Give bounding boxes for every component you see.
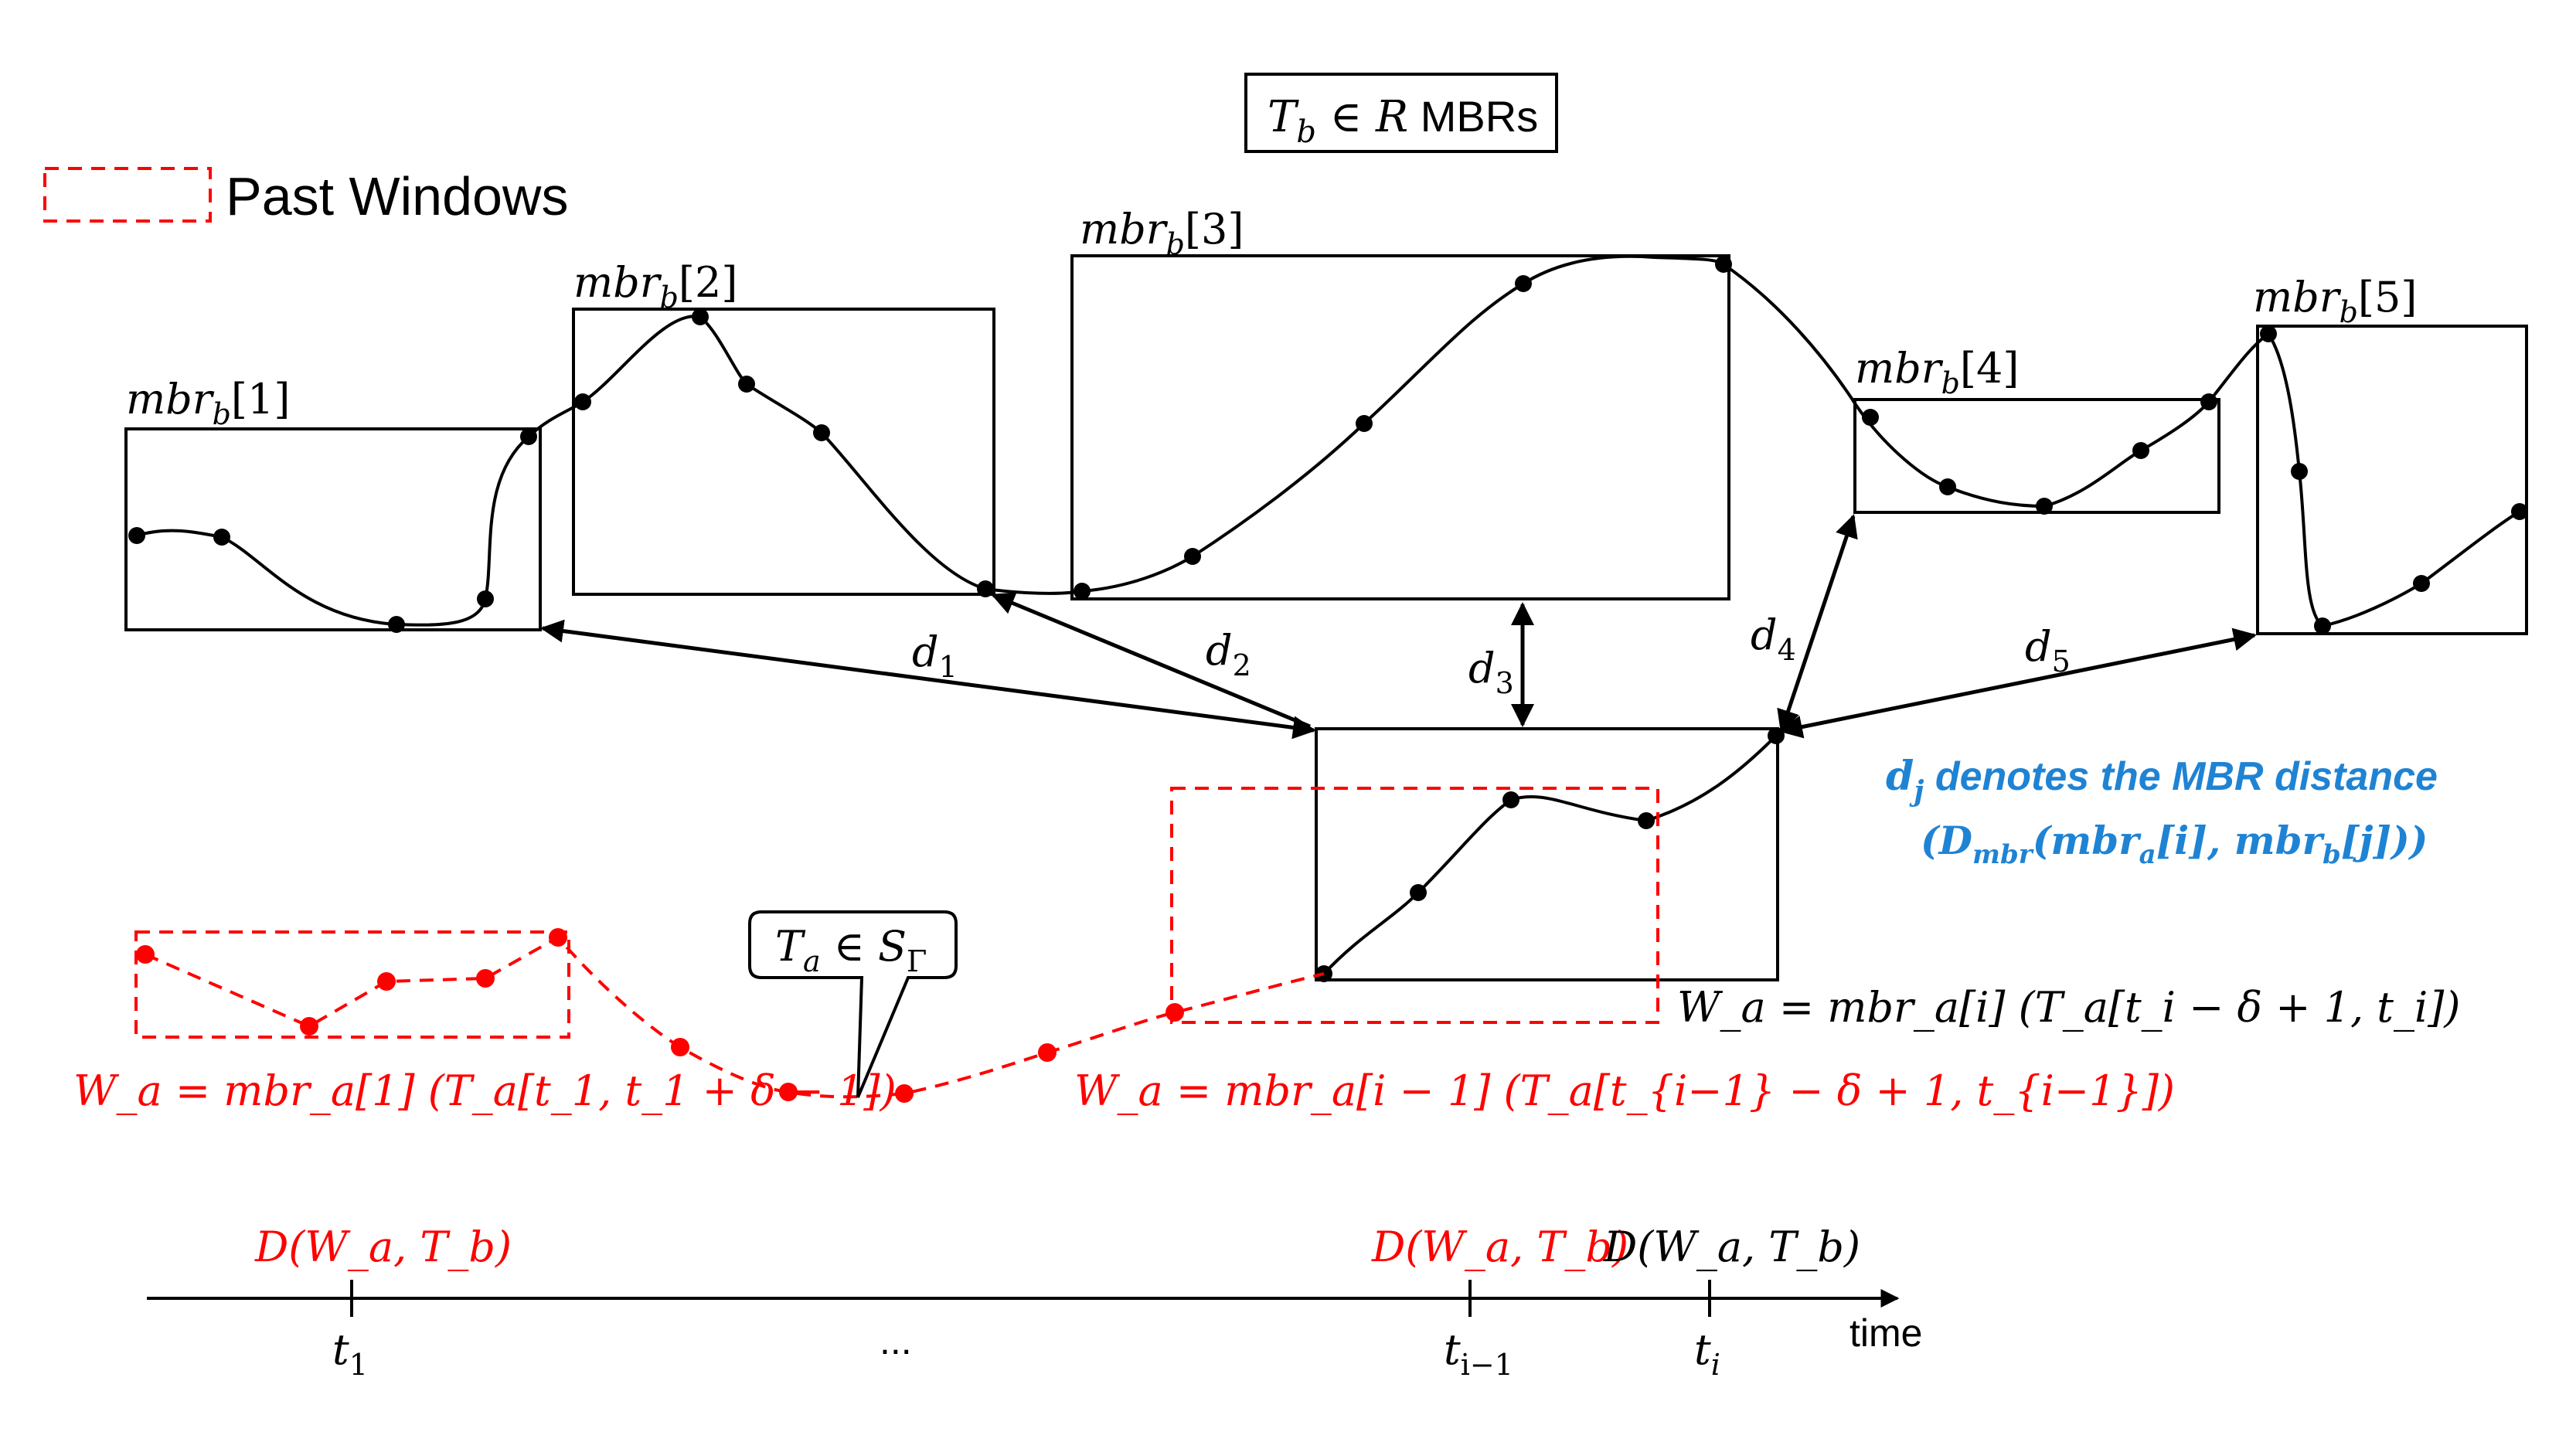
mbr-box-1 xyxy=(124,427,542,631)
ta-past-point xyxy=(377,972,396,991)
ta-past-point xyxy=(549,928,567,947)
timeline-axis-label: time xyxy=(1849,1311,1922,1355)
ta-past-point xyxy=(300,1017,318,1036)
legend: Past Windows xyxy=(43,166,568,226)
tb-point xyxy=(477,590,494,607)
ta-point xyxy=(1410,884,1427,901)
note-line-1: dj denotes the MBR distance xyxy=(1886,753,2438,808)
d1-arrow xyxy=(540,619,1316,740)
tb-point xyxy=(2260,325,2277,342)
tb-point xyxy=(213,529,230,546)
dist-label-t1: D(W_a, T_b) xyxy=(254,1223,512,1271)
ta-past-point xyxy=(1038,1043,1057,1062)
dist-label-ti-1: D(W_a, T_b) xyxy=(1371,1223,1628,1271)
tb-point xyxy=(2314,617,2331,634)
tb-point xyxy=(813,424,830,441)
d2-arrow xyxy=(991,592,1311,729)
tb-point xyxy=(1074,583,1091,600)
tb-point xyxy=(1862,409,1879,426)
tb-point xyxy=(1356,415,1373,432)
ta-callout: Ta ∈ SΓ xyxy=(748,910,958,1098)
ta-point xyxy=(1638,812,1655,829)
window-label-first: W_a = mbr_a[1] (T_a[t_1, t_1 + δ − 1]) xyxy=(73,1066,897,1115)
tb-point xyxy=(738,376,755,393)
distance-labels: d1 d2 d3 d4 d5 xyxy=(912,611,2071,700)
tb-point xyxy=(128,527,145,544)
trajectory-ta-past-points xyxy=(136,928,1184,1103)
dist-label-ti: D(W_a, T_b) xyxy=(1603,1223,1860,1271)
mbr-label-5: mbrb[5] xyxy=(2253,273,2417,329)
d4-label: d4 xyxy=(1751,611,1796,667)
tick-label-t1: t1 xyxy=(332,1325,368,1382)
ta-past-point xyxy=(476,969,495,988)
mbr-boxes xyxy=(124,254,2528,981)
d5-label: d5 xyxy=(2025,622,2071,679)
tb-point xyxy=(520,428,537,445)
tb-point xyxy=(2291,463,2308,480)
tb-point xyxy=(2200,393,2217,410)
trajectory-ta-current-points xyxy=(1315,727,1785,982)
legend-label: Past Windows xyxy=(226,166,568,226)
trajectory-ta-current xyxy=(1322,734,1778,975)
ta-callout-label: Ta ∈ SΓ xyxy=(775,922,927,978)
d5-arrow xyxy=(1779,628,2257,739)
mbr-box-5 xyxy=(2256,325,2528,635)
timeline: time ... t1 ti−1 ti D(W_a, T_b) D(W_a, T… xyxy=(147,1223,1922,1382)
trajectory-ta-past xyxy=(145,935,1325,1099)
tb-point xyxy=(692,308,709,325)
d1-label: d1 xyxy=(912,628,958,684)
tb-point xyxy=(2132,442,2149,459)
window-label-current: W_a = mbr_a[i] (T_a[t_i − δ + 1, t_i]) xyxy=(1677,983,2460,1032)
d2-label: d2 xyxy=(1206,626,1251,682)
window-label-prev: W_a = mbr_a[i − 1] (T_a[t_{i−1} − δ + 1,… xyxy=(1074,1066,2175,1115)
tb-point xyxy=(574,393,591,410)
mbr-box-2 xyxy=(572,308,995,596)
timeline-ellipsis: ... xyxy=(880,1319,912,1362)
mbr-labels: mbrb[1] mbrb[2] mbrb[3] mbrb[4] mbrb[5] xyxy=(126,205,2417,431)
mbr-label-2: mbrb[2] xyxy=(573,258,737,315)
past-window-prev xyxy=(1170,787,1659,1024)
tb-point xyxy=(388,616,405,633)
ta-past-point xyxy=(136,945,155,964)
mbr-label-1: mbrb[1] xyxy=(126,375,290,431)
tb-point xyxy=(1184,548,1201,565)
tb-point xyxy=(1939,478,1956,495)
mbr-box-4 xyxy=(1853,398,2220,514)
tb-point xyxy=(2413,575,2430,592)
current-window-box xyxy=(1315,727,1779,981)
tb-point xyxy=(1515,275,1532,292)
ta-past-point xyxy=(671,1038,689,1056)
trajectory-tb-points xyxy=(128,256,2528,634)
tb-point xyxy=(2036,498,2053,515)
ta-past-point xyxy=(779,1083,798,1101)
tb-point xyxy=(1715,256,1732,273)
mbr-label-3: mbrb[3] xyxy=(1080,205,1244,261)
mbr-box-3 xyxy=(1070,254,1730,600)
past-window-1 xyxy=(134,930,570,1039)
tick-label-ti-1: ti−1 xyxy=(1444,1325,1513,1382)
d4-arrow xyxy=(1777,514,1858,733)
trajectory-tb xyxy=(136,254,2521,628)
mbr-distance-note: dj denotes the MBR distance (Dmbr(mbra[i… xyxy=(1886,753,2438,870)
legend-dashed-swatch xyxy=(43,167,212,223)
tb-point xyxy=(977,580,994,597)
tb-set-label: Tb ∈ R MBRs xyxy=(1268,92,1538,150)
ta-point xyxy=(1502,791,1519,808)
d3-label: d3 xyxy=(1468,644,1514,700)
note-line-2: (Dmbr(mbra[i], mbrb[j])) xyxy=(1921,818,2428,870)
ta-past-point xyxy=(1165,1003,1184,1022)
tb-set-box: Tb ∈ R MBRs xyxy=(1244,73,1558,153)
ta-past-point xyxy=(895,1084,914,1103)
tb-point xyxy=(2511,503,2528,520)
mbr-label-4: mbrb[4] xyxy=(1855,344,2019,400)
distance-arrows xyxy=(540,514,2257,740)
tick-label-ti: ti xyxy=(1694,1325,1720,1382)
